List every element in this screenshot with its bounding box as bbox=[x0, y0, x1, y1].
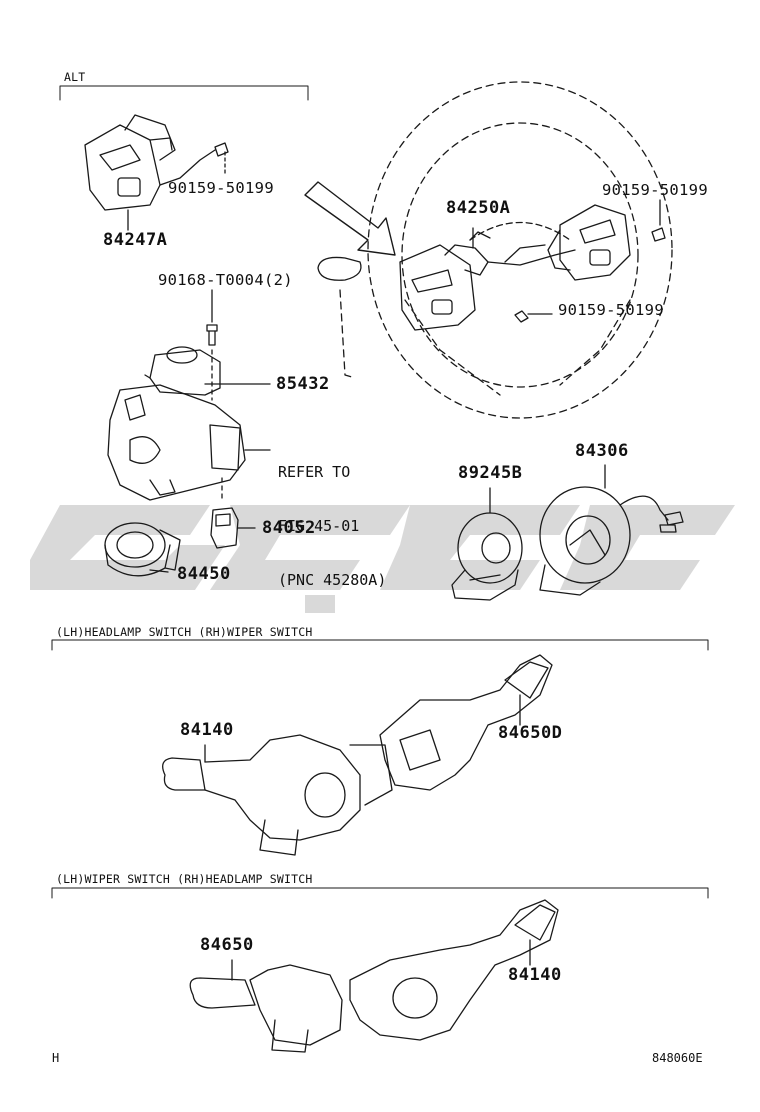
part-89245B-drawing bbox=[451, 487, 523, 601]
part-number-84140-upper[interactable]: 84140 bbox=[180, 720, 234, 740]
ignition-switch-drawing bbox=[144, 346, 271, 396]
part-number-84650[interactable]: 84650 bbox=[200, 935, 254, 955]
part-84306-drawing bbox=[539, 464, 684, 596]
steering-column-lock-drawing bbox=[107, 384, 271, 501]
part-number-90159-50199-right[interactable]: 90159-50199 bbox=[602, 181, 708, 199]
part-number-85432[interactable]: 85432 bbox=[276, 374, 330, 394]
section-brackets bbox=[51, 85, 709, 899]
part-number-84450[interactable]: 84450 bbox=[177, 564, 231, 584]
combo-switch-84650D-upper-drawing bbox=[379, 654, 553, 791]
combo-switch-84650-lower-drawing bbox=[189, 959, 343, 1053]
steering-wheel-drawing bbox=[304, 81, 673, 419]
section-label-lh-wiper-rh-headlamp: (LH)WIPER SWITCH (RH)HEADLAMP SWITCH bbox=[56, 872, 313, 886]
part-number-90159-50199-alt[interactable]: 90159-50199 bbox=[168, 179, 274, 197]
part-number-90159-50199-mid[interactable]: 90159-50199 bbox=[558, 301, 664, 319]
alt-steering-switch-drawing bbox=[84, 114, 229, 231]
combo-switch-84140-lower-drawing bbox=[349, 899, 559, 1041]
part-number-89245B[interactable]: 89245B bbox=[458, 463, 523, 483]
reference-line-2[interactable]: FIG 45-01 bbox=[278, 517, 360, 535]
part-84450-drawing bbox=[104, 522, 181, 577]
part-number-84052[interactable]: 84052 bbox=[262, 518, 316, 538]
reference-line-1: REFER TO bbox=[278, 463, 351, 481]
part-number-84140-lower[interactable]: 84140 bbox=[508, 965, 562, 985]
part-number-84250A[interactable]: 84250A bbox=[446, 198, 511, 218]
section-label-alt: ALT bbox=[64, 70, 86, 84]
part-number-84650D[interactable]: 84650D bbox=[498, 723, 563, 743]
footer-left-code: H bbox=[52, 1051, 60, 1065]
part-number-84247A[interactable]: 84247A bbox=[103, 230, 168, 250]
watermark-logo bbox=[30, 505, 735, 613]
reference-note: REFER TO FIG 45-01 (PNC 45280A) bbox=[278, 427, 386, 607]
diagram-id: 848060E bbox=[652, 1051, 703, 1065]
part-number-90168-T0004[interactable]: 90168-T0004(2) bbox=[158, 271, 293, 289]
combo-switch-84140-upper-drawing bbox=[162, 734, 393, 856]
section-label-lh-headlamp-rh-wiper: (LH)HEADLAMP SWITCH (RH)WIPER SWITCH bbox=[56, 625, 313, 639]
part-84052-drawing bbox=[210, 507, 256, 549]
reference-line-3: (PNC 45280A) bbox=[278, 571, 387, 589]
part-number-84306[interactable]: 84306 bbox=[575, 441, 629, 461]
